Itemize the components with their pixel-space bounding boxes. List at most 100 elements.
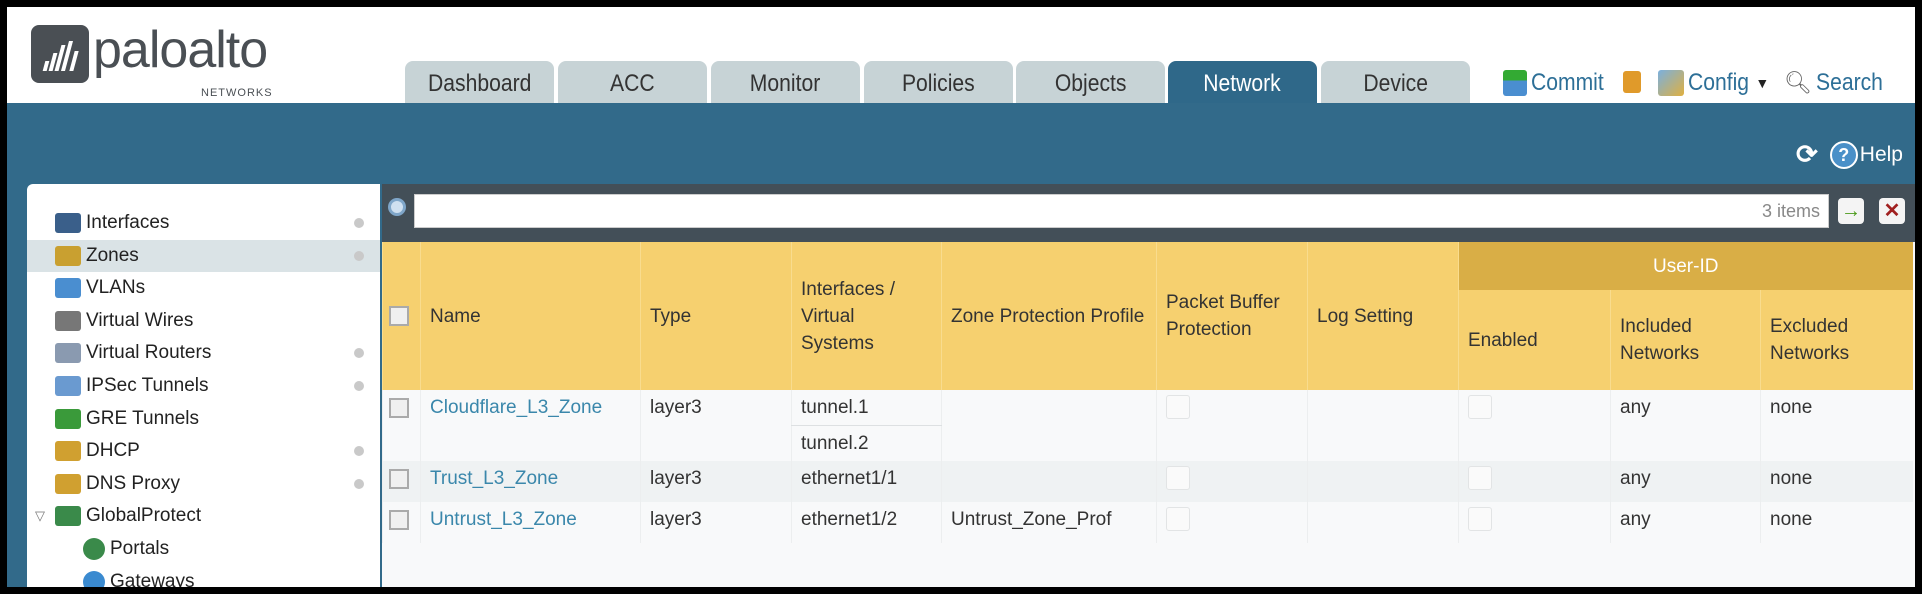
paloalto-logo: paloalto NETWORKS xyxy=(31,24,272,99)
column-header-included-networks[interactable]: Included Networks xyxy=(1610,290,1761,390)
gateways-icon xyxy=(83,570,105,587)
zone-protection-profile xyxy=(941,390,1157,461)
log-setting xyxy=(1307,502,1459,543)
zone-type: layer3 xyxy=(640,502,792,543)
sidebar-item-dns-proxy[interactable]: DNS Proxy xyxy=(27,468,380,500)
config-icon xyxy=(1658,70,1684,96)
tab-dashboard[interactable]: Dashboard xyxy=(405,61,554,103)
column-header-type[interactable]: Type xyxy=(640,242,792,390)
dns-proxy-icon xyxy=(55,473,81,494)
sidebar-item-zones[interactable]: Zones xyxy=(27,239,380,272)
select-all-checkbox[interactable] xyxy=(389,306,409,327)
excluded-networks: none xyxy=(1760,390,1913,461)
expand-triangle-icon[interactable]: ▽ xyxy=(35,508,45,524)
zone-name-link[interactable]: Trust_L3_Zone xyxy=(420,461,641,502)
zone-name-link[interactable]: Cloudflare_L3_Zone xyxy=(420,390,641,461)
app-window: paloalto NETWORKS Commit Config ▼ 🔍︎ Sea… xyxy=(7,7,1915,587)
virtual-wires-icon xyxy=(55,310,81,331)
sidebar-item-globalprotect[interactable]: ▽GlobalProtect xyxy=(35,505,202,527)
tab-device[interactable]: Device xyxy=(1321,61,1470,103)
help-button[interactable]: ? Help xyxy=(1829,140,1903,169)
item-count: 3 items xyxy=(1761,201,1820,221)
chevron-down-icon: ▼ xyxy=(1755,75,1770,91)
log-setting xyxy=(1307,461,1459,502)
select-all-header xyxy=(382,242,421,390)
config-menu[interactable]: Config ▼ xyxy=(1658,69,1769,97)
zone-interface: tunnel.1 xyxy=(791,390,942,426)
log-setting xyxy=(1307,390,1459,461)
sidebar-item-virtual-routers[interactable]: Virtual Routers xyxy=(27,337,380,369)
tab-acc[interactable]: ACC xyxy=(558,61,707,103)
commit-button[interactable]: Commit xyxy=(1503,69,1614,97)
tab-objects[interactable]: Objects xyxy=(1016,61,1165,103)
apply-filter-button[interactable]: → xyxy=(1838,198,1864,224)
zone-protection-profile: Untrust_Zone_Prof xyxy=(941,502,1157,543)
packet-buffer-protection-checkbox xyxy=(1166,466,1190,490)
sidebar-item-virtual-wires[interactable]: Virtual Wires xyxy=(27,305,380,337)
status-dot xyxy=(354,250,364,261)
sidebar-item-gateways[interactable]: Gateways xyxy=(27,566,380,587)
status-dot xyxy=(354,478,364,489)
gre-tunnels-icon xyxy=(55,408,81,429)
tab-policies[interactable]: Policies xyxy=(864,61,1013,103)
packet-buffer-protection-checkbox xyxy=(1166,395,1190,419)
column-header-name[interactable]: Name xyxy=(420,242,641,390)
column-header-log-setting[interactable]: Log Setting xyxy=(1307,242,1459,390)
user-id-enabled-checkbox xyxy=(1468,395,1492,419)
vlans-icon xyxy=(55,278,81,299)
user-id-group-header: User-ID xyxy=(1458,242,1913,290)
column-header-packet-buffer-protection[interactable]: Packet Buffer Protection xyxy=(1156,242,1308,390)
row-checkbox[interactable] xyxy=(389,397,409,418)
sidebar-item-interfaces[interactable]: Interfaces xyxy=(27,207,380,239)
sidebar-item-vlans[interactable]: VLANs xyxy=(27,272,380,304)
search-button[interactable]: 🔍︎ Search xyxy=(1784,69,1883,96)
column-header-excluded-networks[interactable]: Excluded Networks xyxy=(1760,290,1913,390)
zone-type: layer3 xyxy=(640,390,792,461)
clear-filter-button[interactable]: ✕ xyxy=(1879,198,1905,224)
interfaces-icon xyxy=(55,213,81,233)
search-icon xyxy=(388,198,406,216)
sidebar-item-ipsec-tunnels[interactable]: IPSec Tunnels xyxy=(27,370,380,402)
tab-monitor[interactable]: Monitor xyxy=(711,61,860,103)
zone-type: layer3 xyxy=(640,461,792,502)
row-checkbox[interactable] xyxy=(389,509,409,530)
refresh-icon[interactable]: ⟳ xyxy=(1796,139,1818,169)
help-icon: ? xyxy=(1829,140,1858,169)
table-row[interactable]: tunnel.2 xyxy=(383,425,1913,461)
included-networks: any xyxy=(1610,502,1761,543)
zone-interface: ethernet1/1 xyxy=(791,461,942,502)
column-header-zone-protection-profile[interactable]: Zone Protection Profile xyxy=(941,242,1157,390)
user-id-enabled-checkbox xyxy=(1468,507,1492,531)
commit-icon xyxy=(1503,70,1527,96)
column-header-enabled[interactable]: Enabled xyxy=(1458,290,1611,390)
globalprotect-icon xyxy=(55,506,81,527)
tab-network[interactable]: Network xyxy=(1168,61,1317,103)
status-dot xyxy=(354,218,364,228)
lock-icon[interactable] xyxy=(1623,71,1641,93)
portals-icon xyxy=(83,538,105,560)
zones-icon xyxy=(55,245,81,266)
dhcp-icon xyxy=(55,441,81,462)
row-checkbox[interactable] xyxy=(389,468,409,489)
zone-name-link[interactable]: Untrust_L3_Zone xyxy=(420,502,641,543)
filter-bar: 3 items → ✕ xyxy=(382,184,1915,242)
zone-interface: tunnel.2 xyxy=(791,425,942,461)
search-icon: 🔍︎ xyxy=(1784,70,1812,95)
column-header-interfaces-virtual-systems[interactable]: Interfaces / Virtual Systems xyxy=(791,242,942,390)
included-networks: any xyxy=(1610,390,1761,461)
status-dot xyxy=(354,381,364,391)
excluded-networks: none xyxy=(1760,461,1913,502)
zone-interface: ethernet1/2 xyxy=(791,502,942,543)
sidebar-item-portals[interactable]: Portals xyxy=(27,533,380,565)
filter-input[interactable]: 3 items xyxy=(414,194,1829,228)
sidebar-item-gre-tunnels[interactable]: GRE Tunnels xyxy=(27,403,380,435)
sidebar-item-dhcp[interactable]: DHCP xyxy=(27,435,380,467)
status-dot xyxy=(354,348,364,359)
status-dot xyxy=(354,446,364,457)
top-header: paloalto NETWORKS Commit Config ▼ 🔍︎ Sea… xyxy=(7,7,1915,103)
